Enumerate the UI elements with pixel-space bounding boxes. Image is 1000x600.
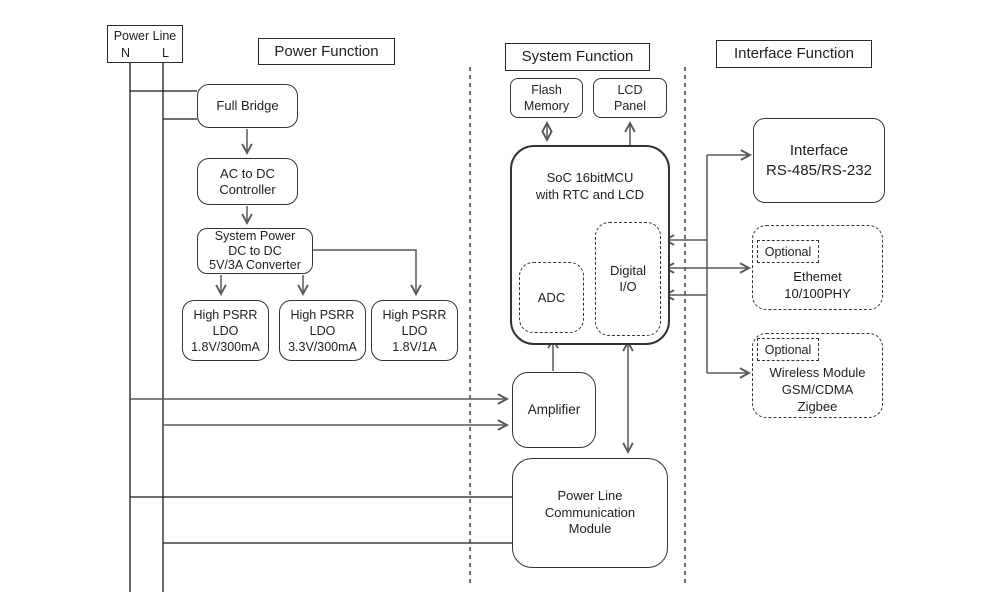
ethernet-optional-label: Optional (764, 244, 812, 259)
ldo-1v8-300ma-block: High PSRR LDO 1.8V/300mA (182, 300, 269, 361)
plc-module-block: Power Line Communication Module (512, 458, 668, 568)
power-line-terminals: N L (108, 45, 182, 62)
plc-line3: Module (568, 521, 612, 537)
ethernet-line2: 10/100PHY (784, 286, 851, 301)
wireless-optional-label: Optional (764, 342, 812, 357)
ldo2-line3: 3.3V/300mA (288, 339, 357, 354)
power-line-title: Power Line (113, 29, 177, 43)
full-bridge-block: Full Bridge (197, 84, 298, 128)
power-function-title: Power Function (274, 42, 379, 60)
system-power-line2: DC to DC (228, 243, 282, 258)
plc-line1: Power Line (557, 488, 623, 504)
digital-io-line1: Digital (609, 263, 647, 278)
system-function-title: System Function (521, 48, 634, 65)
flash-line2: Memory (523, 99, 570, 113)
ethernet-block: Ethemet 10/100PHY (752, 225, 883, 310)
ac-dc-controller-block: AC to DC Controller (197, 158, 298, 205)
ldo3-line3: 1.8V/1A (392, 339, 437, 354)
ldo-3v3-300ma-block: High PSRR LDO 3.3V/300mA (279, 300, 366, 361)
amplifier-label: Amplifier (527, 402, 581, 417)
system-power-converter-block: System Power DC to DC 5V/3A Converter (197, 228, 313, 274)
digital-io-block: Digital I/O (595, 222, 661, 336)
wireless-line2: GSM/CDMA (781, 382, 854, 397)
ldo3-line1: High PSRR (382, 307, 447, 322)
flash-line1: Flash (531, 83, 562, 97)
system-power-line1: System Power (214, 229, 296, 244)
ac-dc-line1: AC to DC (220, 165, 275, 181)
soc-block: SoC 16bitMCU with RTC and LCD (510, 145, 670, 345)
ldo1-line2: LDO (212, 323, 239, 338)
digital-io-line2: I/O (619, 279, 637, 294)
wireless-line3: Zigbee (797, 399, 838, 414)
wireless-line1: Wireless Module (769, 365, 866, 380)
rs-interface-line2: RS-485/RS-232 (766, 161, 872, 179)
live-terminal-label: L (162, 46, 169, 60)
amplifier-block: Amplifier (512, 372, 596, 448)
lcd-line2: Panel (614, 99, 646, 113)
ldo2-line2: LDO (309, 323, 336, 338)
section-header-interface: Interface Function (716, 40, 872, 68)
ldo1-line3: 1.8V/300mA (191, 339, 260, 354)
neutral-terminal-label: N (121, 46, 131, 60)
ethernet-line1: Ethemet (793, 269, 842, 284)
lcd-panel-block: LCD Panel (593, 78, 667, 118)
system-power-line3: 5V/3A Converter (209, 258, 301, 273)
adc-block: ADC (519, 262, 584, 333)
rs-interface-block: Interface RS-485/RS-232 (753, 118, 885, 203)
section-header-system: System Function (505, 43, 650, 71)
ldo2-line1: High PSRR (290, 307, 355, 322)
adc-label: ADC (537, 289, 566, 305)
section-header-power: Power Function (258, 38, 395, 65)
flash-memory-block: Flash Memory (510, 78, 583, 118)
wireless-module-block: Wireless Module GSM/CDMA Zigbee (752, 333, 883, 418)
soc-line2: with RTC and LCD (535, 187, 645, 202)
ethernet-optional-tag: Optional (757, 240, 819, 263)
power-line-source: Power Line N L (107, 25, 183, 63)
ac-dc-line2: Controller (219, 181, 276, 197)
rs-interface-line1: Interface (789, 141, 849, 159)
soc-line1: SoC 16bitMCU (546, 170, 634, 185)
ldo3-line2: LDO (401, 323, 428, 338)
plc-line2: Communication (544, 504, 636, 520)
full-bridge-label: Full Bridge (216, 98, 279, 113)
ldo1-line1: High PSRR (193, 307, 258, 322)
arrow-system-power-to-ldo3 (313, 249, 416, 294)
lcd-line1: LCD (617, 83, 643, 97)
ldo-1v8-1a-block: High PSRR LDO 1.8V/1A (371, 300, 458, 361)
interface-function-title: Interface Function (733, 45, 855, 62)
wireless-optional-tag: Optional (757, 338, 819, 361)
